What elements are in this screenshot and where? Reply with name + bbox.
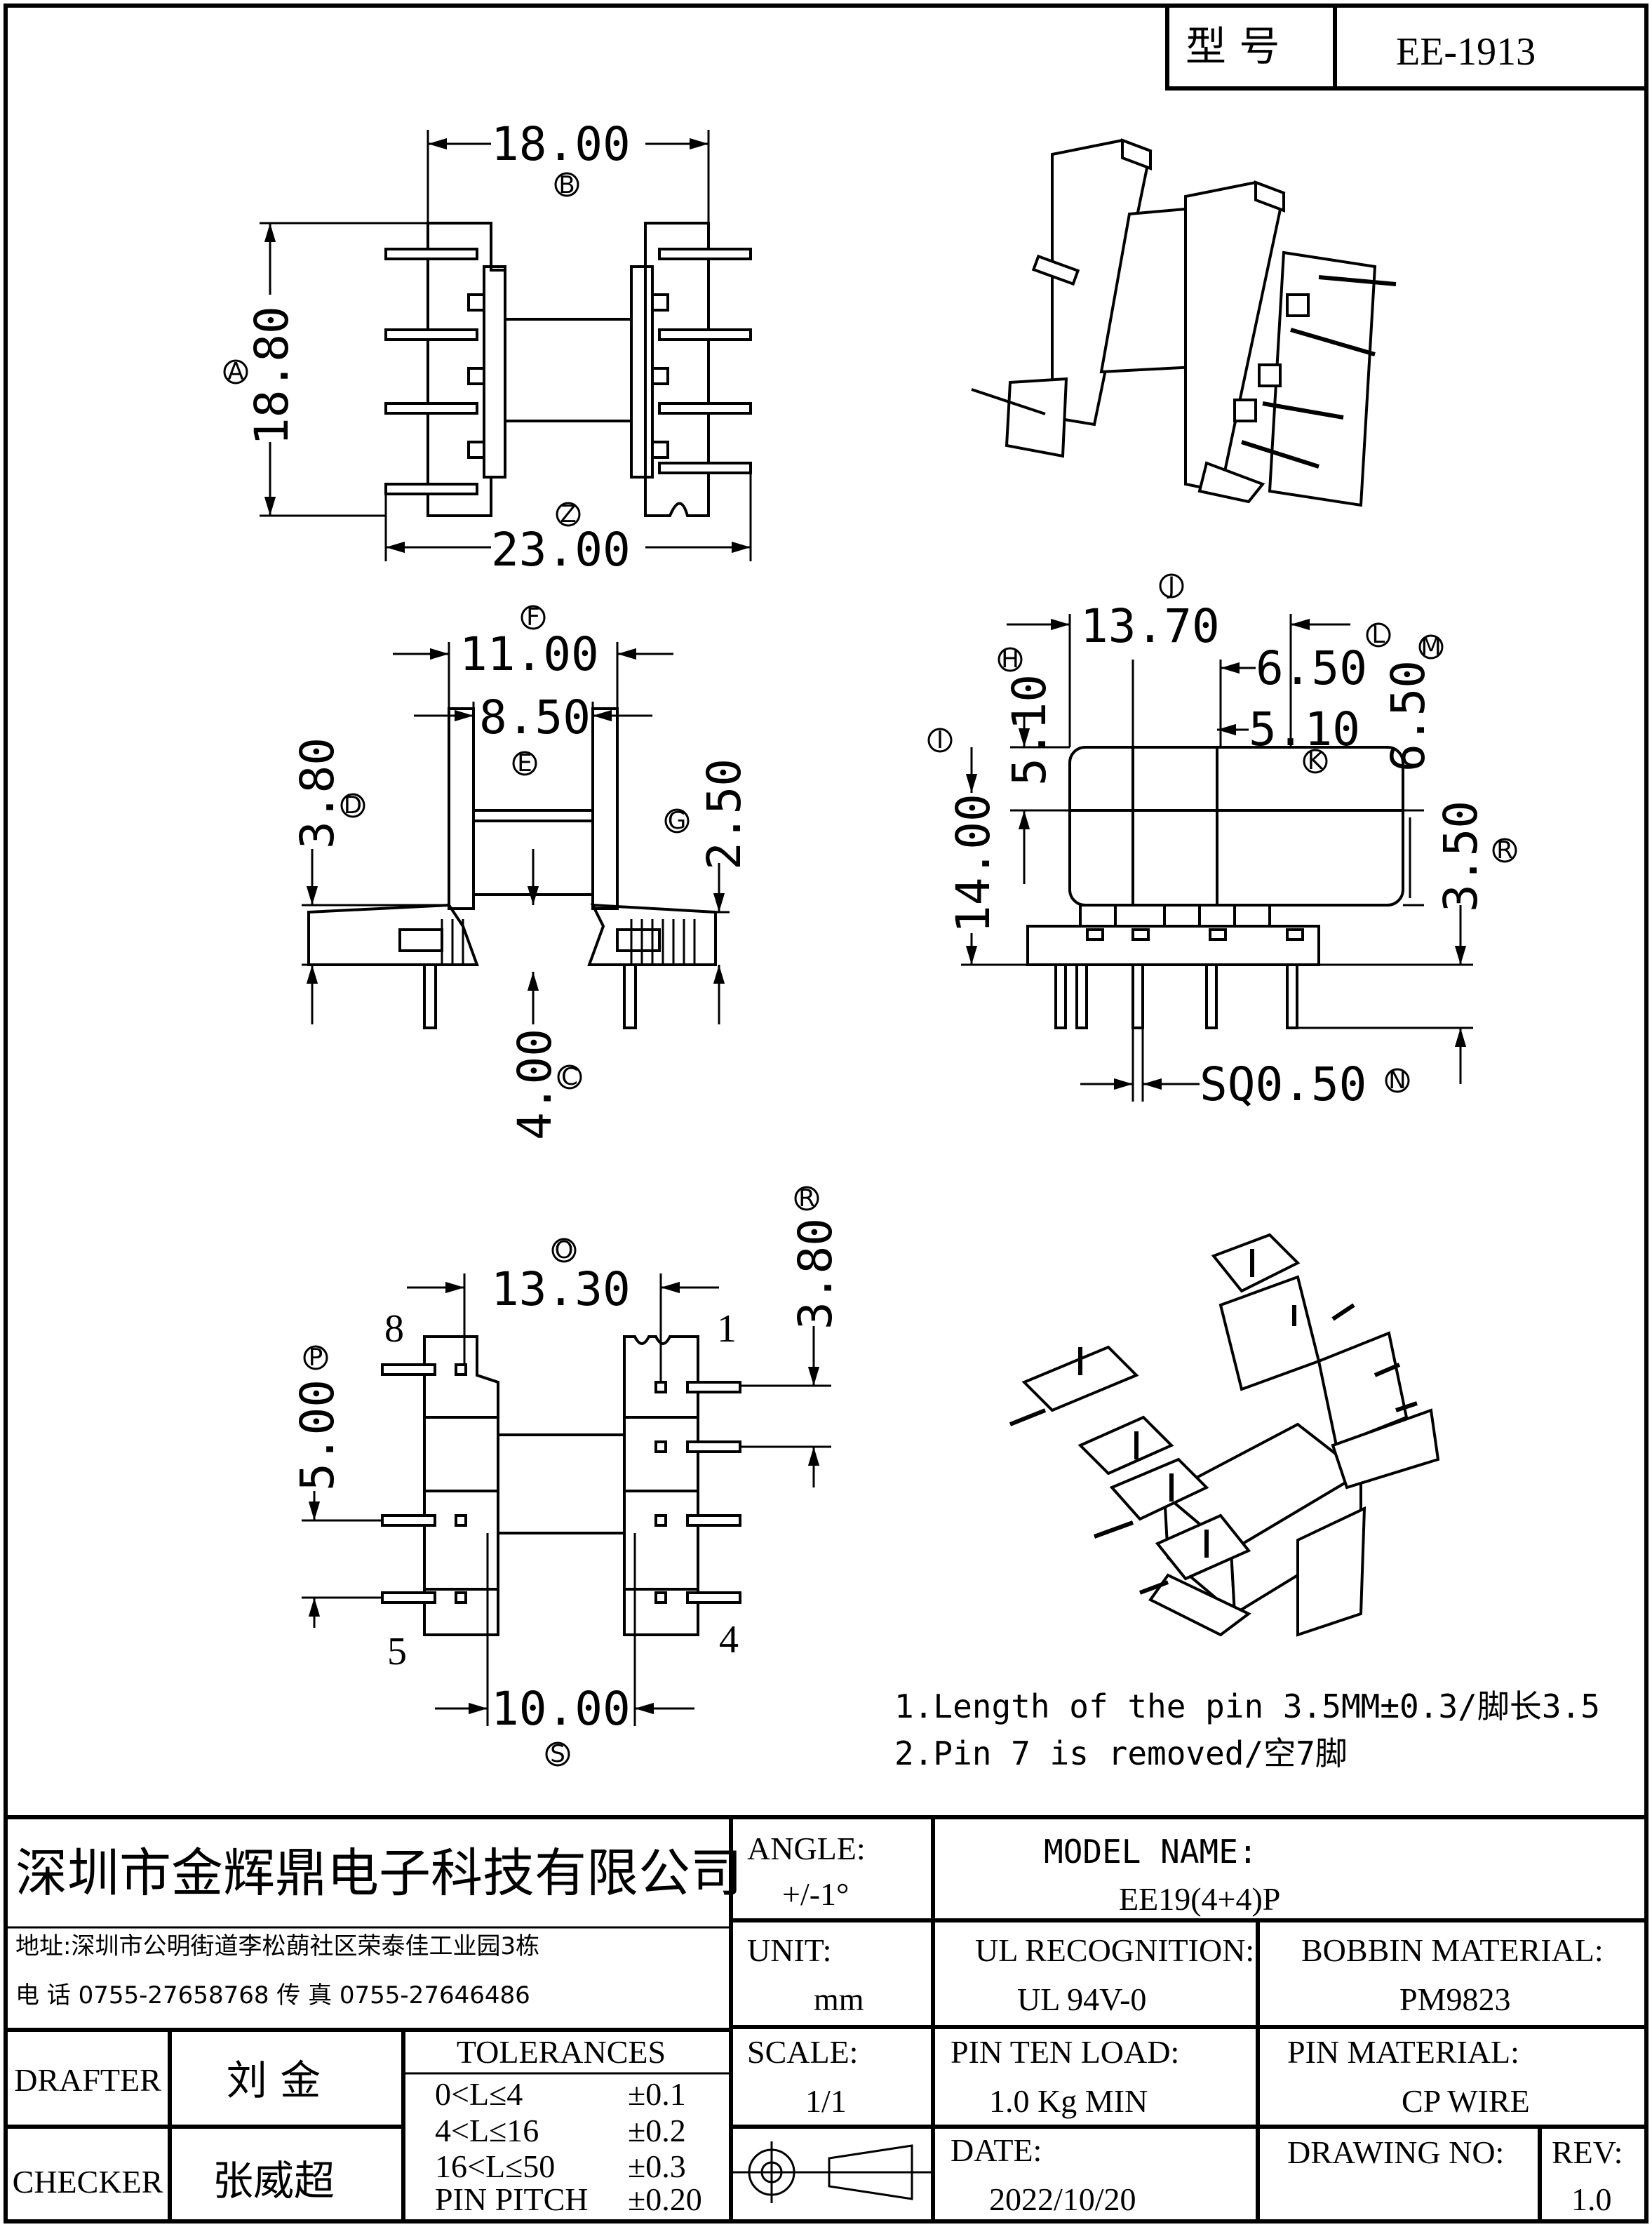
pin-4-label: 4 xyxy=(719,1618,739,1661)
pin-load-label: PIN TEN LOAD: xyxy=(951,2034,1179,2070)
dim-side-outer: 11.00 xyxy=(459,627,599,681)
tol-range-1: 0<L≤4 xyxy=(435,2076,523,2112)
unit-label: UNIT: xyxy=(747,1932,831,1968)
bobbin-value: PM9823 xyxy=(1399,1981,1510,2017)
tag-e: E xyxy=(517,749,532,777)
model-name-label: MODEL NAME: xyxy=(1044,1833,1258,1871)
scale-label: SCALE: xyxy=(747,2034,858,2070)
rev-label: REV: xyxy=(1552,2134,1623,2170)
side-hatch xyxy=(441,919,696,965)
dim-side-inner: 8.50 xyxy=(479,690,591,744)
tag-i: I xyxy=(936,726,943,754)
tol-value-2: ±0.2 xyxy=(628,2113,686,2148)
drafter-label: DRAFTER xyxy=(14,2062,161,2098)
company-phone: 电 话 0755-27658768 传 真 0755-27646486 xyxy=(15,1981,530,2009)
ul-value: UL 94V-0 xyxy=(1017,1981,1146,2017)
pin-5-label: 5 xyxy=(387,1630,407,1673)
dim-top-total: 23.00 xyxy=(491,523,631,577)
tag-j: J xyxy=(1167,572,1175,600)
tag-f: F xyxy=(526,603,540,631)
sheet-border xyxy=(4,4,1648,2223)
tag-d: D xyxy=(344,791,362,820)
side-view: 11.00 F 8.50 E 3.80 D 2.50 G 4.00 C xyxy=(290,603,751,1140)
drafter-value: 刘 金 xyxy=(227,2057,321,2104)
tol-range-2: 4<L≤16 xyxy=(435,2113,539,2148)
dim-front-width: 13.70 xyxy=(1080,599,1220,653)
tag-k: K xyxy=(1308,747,1324,775)
angle-value: +/-1° xyxy=(782,1876,849,1912)
dim-bottom-row: 13.30 xyxy=(491,1262,631,1316)
tag-r-bottom: R xyxy=(798,1184,815,1212)
bottom-view: 8 1 5 4 13.30 O 5.00 P 3.80 R 10.00 xyxy=(290,1184,842,1768)
tag-o: O xyxy=(555,1236,574,1264)
tol-value-4: ±0.20 xyxy=(628,2181,702,2217)
tag-r-front: R xyxy=(1496,836,1513,864)
dim-front-pin-len: 3.50 xyxy=(1434,801,1488,912)
company-address: 地址:深圳市公明街道李松蓢社区荣泰佳工业园3栋 xyxy=(15,1932,539,1960)
dim-top-width: 18.00 xyxy=(491,117,631,171)
tag-h: H xyxy=(1001,646,1019,674)
model-label: 型 号 xyxy=(1186,22,1280,70)
tag-m: M xyxy=(1421,633,1441,661)
note-1: 1.Length of the pin 3.5MM±0.3/脚长3.5 xyxy=(894,1687,1600,1725)
dim-top-height: 18.80 xyxy=(245,306,299,446)
dim-front-window-h: 6.50 xyxy=(1381,660,1435,772)
tag-b: B xyxy=(558,171,575,199)
company-name: 深圳市金辉鼎电子科技有限公司 xyxy=(15,1843,742,1904)
pin-material-label: PIN MATERIAL: xyxy=(1287,2034,1519,2070)
dim-side-pin: 4.00 xyxy=(508,1029,562,1140)
pin-8-label: 8 xyxy=(384,1307,404,1351)
ul-label: UL RECOGNITION: xyxy=(975,1932,1254,1968)
tol-value-3: ±0.3 xyxy=(628,2148,686,2184)
tol-value-1: ±0.1 xyxy=(628,2076,686,2112)
projection-symbol-icon xyxy=(731,2141,933,2203)
tol-range-4: PIN PITCH xyxy=(435,2181,589,2217)
dim-front-height: 14.00 xyxy=(946,794,1000,933)
dim-side-flange: 3.80 xyxy=(290,737,344,849)
tag-z: Z xyxy=(560,500,576,528)
dim-front-top: 5.10 xyxy=(1002,674,1056,786)
drawing-no-label: DRAWING NO: xyxy=(1287,2134,1504,2170)
dim-bottom-pitch: 5.00 xyxy=(290,1379,344,1491)
unit-value: mm xyxy=(814,1981,864,2017)
iso-view-top xyxy=(971,138,1397,507)
tag-n: N xyxy=(1388,1066,1406,1095)
tag-p: P xyxy=(309,1344,323,1372)
angle-label: ANGLE: xyxy=(747,1831,866,1866)
title-block: 深圳市金辉鼎电子科技有限公司 地址:深圳市公明街道李松蓢社区荣泰佳工业园3栋 电… xyxy=(6,1815,1646,2221)
note-2: 2.Pin 7 is removed/空7脚 xyxy=(894,1734,1348,1772)
dim-bottom-offset: 3.80 xyxy=(788,1218,842,1330)
tag-g: G xyxy=(668,807,686,835)
date-label: DATE: xyxy=(951,2132,1042,2168)
bobbin-label: BOBBIN MATERIAL: xyxy=(1301,1932,1604,1968)
tolerances-label: TOLERANCES xyxy=(457,2034,666,2070)
pin-material-value: CP WIRE xyxy=(1402,2083,1530,2119)
dim-front-pin-sq: SQ0.50 xyxy=(1200,1057,1366,1111)
iso-view-bottom xyxy=(1009,1233,1440,1637)
model-value: EE-1913 xyxy=(1396,30,1536,74)
pin-load-value: 1.0 Kg MIN xyxy=(989,2083,1148,2119)
tag-l: L xyxy=(1372,621,1385,649)
notes: 1.Length of the pin 3.5MM±0.3/脚长3.5 2.Pi… xyxy=(894,1687,1600,1772)
tag-s: S xyxy=(550,1740,565,1768)
dim-bottom-span: 10.00 xyxy=(491,1682,631,1736)
rev-value: 1.0 xyxy=(1571,2181,1612,2217)
model-block: 型 号 EE-1913 xyxy=(1165,4,1648,91)
top-view: 18.00 B 18.80 A 23.00 Z xyxy=(223,117,752,577)
scale-value: 1/1 xyxy=(805,2083,847,2119)
dim-side-step: 2.50 xyxy=(697,758,751,870)
model-name-value: EE19(4+4)P xyxy=(1119,1881,1280,1917)
front-view: 13.70 J 6.50 L 5.10 K 5.10 H 14.00 I 6.5 xyxy=(927,572,1517,1111)
checker-value: 张威超 xyxy=(213,2157,335,2205)
pin-1-label: 1 xyxy=(717,1307,737,1351)
tol-range-3: 16<L≤50 xyxy=(435,2148,555,2184)
date-value: 2022/10/20 xyxy=(989,2181,1136,2217)
dim-front-window: 6.50 xyxy=(1256,641,1367,695)
checker-label: CHECKER xyxy=(13,2164,163,2200)
tag-c: C xyxy=(561,1063,578,1091)
tag-a: A xyxy=(227,358,243,386)
dim-front-core: 5.10 xyxy=(1249,702,1360,756)
